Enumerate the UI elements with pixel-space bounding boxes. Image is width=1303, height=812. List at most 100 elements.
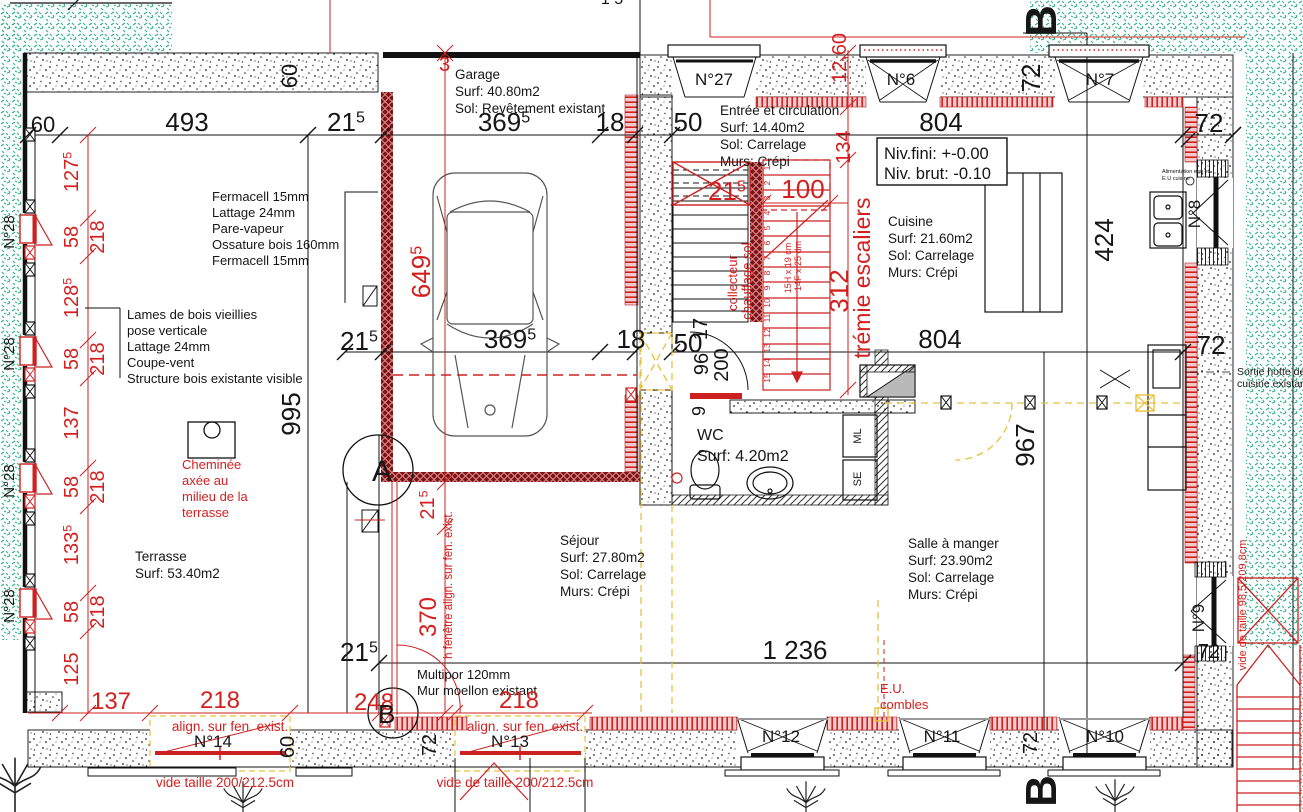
garage-insulated-walls: [381, 92, 762, 482]
note-vide-2: vide de taille 200/212.5cm: [437, 775, 594, 790]
stair-step-5: 5: [762, 225, 772, 230]
electrical-symbols: [874, 394, 1155, 722]
dim-1260-red: 12,60: [829, 33, 851, 83]
dim-218-1: 218: [87, 220, 109, 253]
dim-72-topright: 72: [1195, 108, 1224, 138]
win-label-n14: N°14: [194, 732, 232, 751]
stair-step-8: 8: [762, 270, 772, 275]
stair-step-14: 14: [762, 358, 772, 368]
stair-step-10: 10: [762, 298, 772, 308]
note-sortie-hotte-2: cuisine existante: [1237, 378, 1303, 390]
note-multipor-2: Mur moellon existant: [417, 683, 537, 698]
note-lames-5: Structure bois existante visible: [127, 371, 303, 386]
dim-72-rot-b2: 72: [1020, 732, 1042, 754]
dim-72-rot-b1: 72: [419, 734, 441, 756]
note-hfenetre: h fenêtre align. sur fen. exist.: [443, 511, 455, 659]
note-multipor-1: Multipor 120mm: [417, 667, 510, 682]
dim-3-red: 3: [439, 54, 450, 76]
dim-60-rot-b: 60: [277, 736, 299, 758]
note-eu-2: combles: [880, 697, 929, 712]
dim-72-mid: 72: [1197, 330, 1226, 360]
appliance-se: SE: [852, 472, 864, 487]
note-lames-2: pose verticale: [127, 323, 207, 338]
note-sortie-hotte-1: Sortie hotte de: [1237, 366, 1303, 378]
dim-804-mid: 804: [918, 324, 961, 354]
dim-72-rot-top: 72: [1016, 64, 1046, 93]
level-note-box: [876, 137, 1008, 186]
dim-137-bot: 137: [91, 688, 131, 715]
win-label-n28-2: N°28: [1, 337, 18, 371]
window-n13: [454, 715, 586, 772]
chimney: [187, 421, 236, 459]
room-sejour-2: Surf: 27.80m2: [560, 550, 645, 565]
dim-215-red-v: 215: [416, 490, 439, 519]
dim-60-topleft: 60: [31, 112, 55, 137]
win-label-n11: N°11: [924, 727, 961, 746]
kitchen-fixtures: [984, 172, 1233, 491]
win-label-n28-3: N°28: [1, 464, 18, 498]
wc-fixtures: [671, 414, 878, 501]
dim-248-bot: 248: [354, 689, 394, 716]
win-label-n10: N°10: [1086, 727, 1124, 746]
dim-967: 967: [1010, 423, 1040, 466]
window-n9: [1190, 561, 1227, 662]
dim-370-red: 370: [415, 597, 442, 637]
dim-995: 995: [276, 392, 306, 435]
room-entree-3: Sol: Carrelage: [720, 137, 806, 152]
dim-218-4: 218: [87, 595, 109, 628]
stair-step-6: 6: [762, 240, 772, 245]
room-terrasse-2: Surf: 53.40m2: [135, 566, 220, 581]
win-label-n27: N°27: [695, 70, 733, 89]
stair-step-15: 15: [762, 373, 772, 383]
stair-step-12: 12: [762, 328, 772, 338]
label-tremie: trémie escaliers: [849, 197, 875, 358]
dim-100-red: 100: [781, 174, 824, 204]
room-entree-1: Entrée et circulation: [720, 103, 839, 118]
stair-step-13: 13: [762, 343, 772, 353]
room-entree-2: Surf: 14.40m2: [720, 120, 805, 135]
window-n7: [1048, 44, 1150, 103]
win-label-n8: N°8: [1185, 200, 1204, 229]
dim-top-partial: 1 5: [601, 0, 623, 8]
room-wc-1: WC: [697, 427, 724, 444]
dim-17: 17: [690, 318, 712, 340]
window-n27: [667, 44, 761, 98]
marker-a: A: [372, 455, 392, 488]
stair-step-2: 2: [762, 180, 772, 185]
new-insulation-hatch: [394, 94, 1198, 731]
stairs-demolition-cross: [672, 161, 751, 206]
car: [419, 172, 561, 437]
note-fermacell-4: Ossature bois 160mm: [212, 237, 339, 252]
dim-72-n9: 72: [1198, 641, 1220, 663]
red-xbox-garage: [625, 387, 637, 402]
room-cuisine-2: Surf: 21.60m2: [888, 231, 973, 246]
dim-1275: 1275: [60, 152, 83, 192]
stair-step-11: 11: [762, 313, 772, 322]
win-label-n9: N°9: [1189, 604, 1208, 633]
win-label-n12: N°12: [762, 727, 800, 746]
stair-step-3: 3: [762, 195, 772, 200]
niv-1: Niv.fini: +-0.00: [884, 145, 989, 163]
dim-424: 424: [1089, 218, 1119, 261]
room-salle-1: Salle à manger: [908, 536, 999, 551]
room-cuisine-4: Murs: Crépi: [888, 265, 958, 280]
dim-58-4: 58: [61, 601, 83, 623]
dim-96: 96: [691, 353, 713, 375]
dim-125: 125: [61, 652, 83, 685]
wc-door-lintel: [690, 393, 742, 399]
note-lames-1: Lames de bois vieillies: [127, 307, 258, 322]
room-salle-3: Sol: Carrelage: [908, 570, 994, 585]
stair-step-1: 1: [762, 165, 772, 170]
dimension-ticks: [19, 126, 1242, 672]
dim-200: 200: [711, 348, 733, 381]
dim-1285: 1285: [60, 278, 83, 318]
dim-218-b2: 218: [499, 687, 539, 714]
dim-9: 9: [689, 406, 709, 416]
red-dimension-lines: [28, 0, 1245, 722]
section-b-bottom: B: [1017, 775, 1066, 807]
label-stair-spec-1: 15H x 19 cm: [783, 243, 793, 294]
win-label-n28-1: N°28: [1, 215, 18, 249]
stair-step-7: 7: [762, 255, 772, 260]
win-label-n7: N°7: [1086, 70, 1115, 89]
